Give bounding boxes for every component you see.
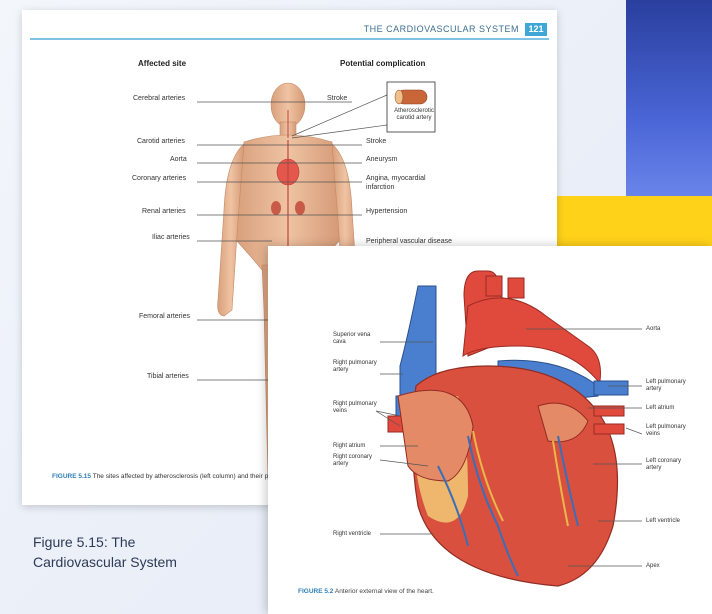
figure-number: FIGURE 5.2 <box>298 588 333 595</box>
site-label: Tibial arteries <box>147 372 189 381</box>
site-label: Renal arteries <box>142 207 186 216</box>
heart-label-right: Left ventricle <box>646 517 680 526</box>
complication-label: Hypertension <box>366 207 407 216</box>
decorative-blue-panel <box>626 0 712 200</box>
heart-label-right: Left coronary artery <box>646 458 691 472</box>
textbook-page-heart: Superior vena cava Right pulmonary arter… <box>268 246 712 614</box>
heart-label-left: Right atrium <box>333 442 365 451</box>
inset-label: Atherosclerotic carotid artery <box>390 108 438 122</box>
complication-label: Aneurysm <box>366 155 398 164</box>
site-label: Femoral arteries <box>139 312 190 321</box>
site-label: Iliac arteries <box>152 233 190 242</box>
heart-label-right: Apex <box>646 562 660 571</box>
heart-label-left: Right pulmonary veins <box>333 401 378 415</box>
site-label: Carotid arteries <box>137 137 185 146</box>
heart-label-left: Right coronary artery <box>333 454 378 468</box>
complication-label: Angina, myocardial infarction <box>366 174 446 192</box>
figure-number: FIGURE 5.15 <box>52 473 91 480</box>
complication-label: Stroke <box>366 137 386 146</box>
heart-label-left: Right pulmonary artery <box>333 360 378 374</box>
heart-label-right: Left atrium <box>646 404 674 413</box>
decorative-yellow-band <box>540 196 712 248</box>
site-label: Cerebral arteries <box>133 94 185 103</box>
heart-label-left: Superior vena cava <box>333 332 378 346</box>
site-label: Coronary arteries <box>132 174 186 183</box>
complication-label: Stroke <box>327 94 347 103</box>
heart-label-right: Left pulmonary veins <box>646 424 686 438</box>
heart-label-right: Aorta <box>646 325 660 334</box>
heart-label-left: Right ventricle <box>333 530 371 539</box>
figure-caption-text: Anterior external view of the heart. <box>335 588 434 595</box>
site-label: Aorta <box>170 155 187 164</box>
complication-label: Peripheral vascular disease <box>366 237 452 246</box>
heart-label-right: Left pulmonary artery <box>646 379 696 393</box>
side-caption: Figure 5.15: The Cardiovascular System <box>33 532 183 572</box>
figure-caption: FIGURE 5.2 Anterior external view of the… <box>298 588 434 595</box>
